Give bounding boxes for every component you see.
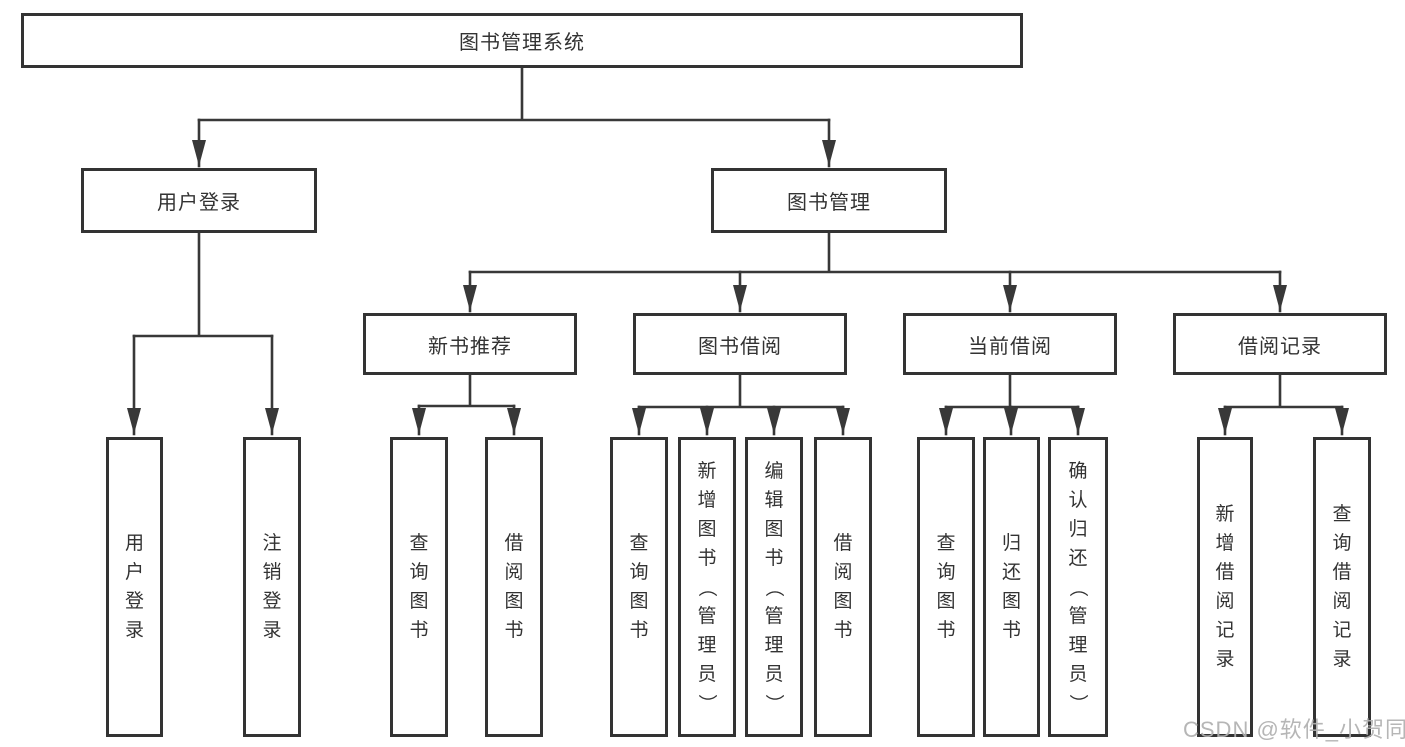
leaf-borrow-books: 借阅图书 [485, 437, 543, 737]
csdn-watermark: CSDN @软件_小贺同学 [1183, 717, 1405, 742]
node-label: 图书管理系统 [459, 32, 585, 54]
node-label: 借阅记录 [1238, 335, 1322, 358]
leaf-borrow-books: 借阅图书 [814, 437, 872, 737]
leaf-return-books: 归还图书 [983, 437, 1040, 737]
node-label: 图书借阅 [698, 335, 782, 358]
leaf-add-books-admin: 新增图书（管理员） [678, 437, 736, 737]
leaf-edit-books-admin: 编辑图书（管理员） [745, 437, 803, 737]
node-label: 图书管理 [787, 192, 871, 214]
node-label: 新书推荐 [428, 335, 512, 358]
node-current-borrowing: 当前借阅 [903, 313, 1117, 375]
node-library-management-system: 图书管理系统 [21, 13, 1023, 68]
node-book-borrowing: 图书借阅 [633, 313, 847, 375]
leaf-confirm-return-admin: 确认归还（管理员） [1048, 437, 1108, 737]
node-new-book-recommendation: 新书推荐 [363, 313, 577, 375]
node-label: 当前借阅 [968, 335, 1052, 358]
node-book-management: 图书管理 [711, 168, 947, 233]
leaf-user-login: 用户登录 [106, 437, 163, 737]
leaf-query-borrow-record: 查询借阅记录 [1313, 437, 1371, 737]
leaf-query-books: 查询图书 [610, 437, 668, 737]
node-borrowing-records: 借阅记录 [1173, 313, 1387, 375]
node-label: 用户登录 [157, 192, 241, 214]
leaf-query-books: 查询图书 [917, 437, 975, 737]
leaf-add-borrow-record: 新增借阅记录 [1197, 437, 1253, 737]
node-user-login: 用户登录 [81, 168, 317, 233]
leaf-logout: 注销登录 [243, 437, 301, 737]
leaf-query-books: 查询图书 [390, 437, 448, 737]
